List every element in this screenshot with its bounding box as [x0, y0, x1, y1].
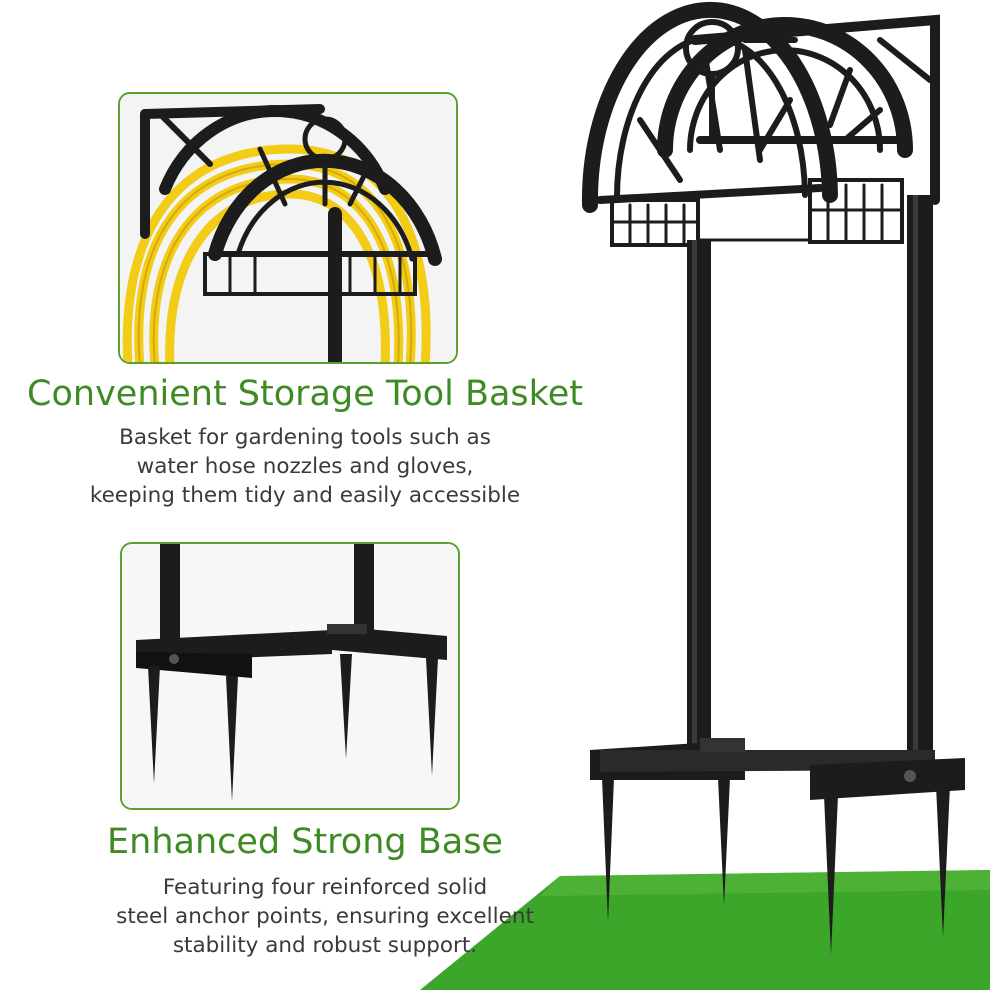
base-detail-image — [122, 544, 458, 808]
description-line: stability and robust support. — [172, 933, 478, 958]
feature-description-basket: Basket for gardening tools such as water… — [40, 423, 570, 510]
description-line: Featuring four reinforced solid — [162, 875, 488, 900]
feature-title-base: Enhanced Strong Base — [107, 822, 503, 862]
basket-detail-image — [120, 94, 456, 362]
feature-description-base: Featuring four reinforced solid steel an… — [40, 873, 610, 960]
basket-detail-frame — [118, 92, 458, 364]
base-detail-frame — [120, 542, 460, 810]
description-line: steel anchor points, ensuring excellent — [116, 904, 534, 929]
description-line: Basket for gardening tools such as — [119, 425, 491, 450]
description-line: water hose nozzles and gloves, — [136, 454, 474, 479]
hose-holder-stand-image — [581, 2, 965, 955]
feature-title-basket: Convenient Storage Tool Basket — [27, 374, 583, 414]
description-line: keeping them tidy and easily accessible — [89, 483, 521, 508]
